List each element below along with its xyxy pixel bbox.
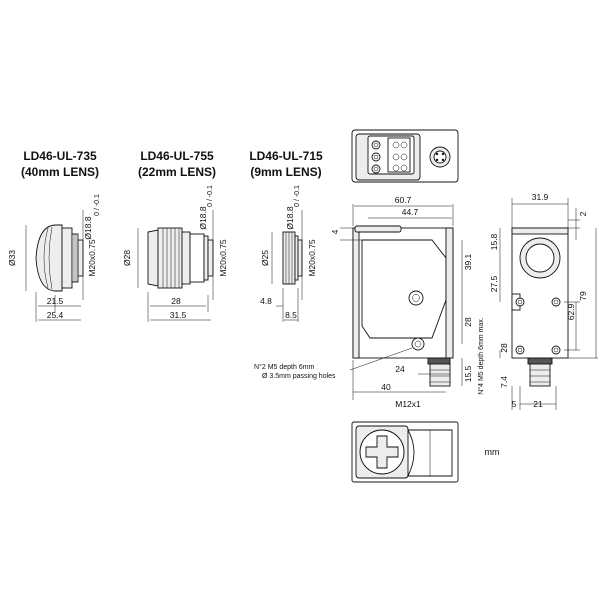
sensor-side-view — [499, 198, 598, 410]
lens-715-tolerance: 0 / -0.1 — [294, 185, 301, 207]
lens-735-tolerance: 0 / -0.1 — [94, 194, 101, 216]
side-height-28: 28 — [499, 343, 509, 353]
lens-755-thread: M20x0.75 — [218, 239, 228, 277]
side-width-21: 21 — [533, 399, 543, 409]
front-top-offset: 4 — [330, 229, 340, 234]
lens-755-model: LD46-UL-755 — [140, 149, 214, 163]
front-connector-thread: M12x1 — [395, 399, 421, 409]
lens-735-drawing — [25, 210, 84, 322]
sensor-bottom-view — [351, 421, 459, 483]
lens-735-model: LD46-UL-735 — [23, 149, 97, 163]
front-height-right: 39.1 — [463, 253, 473, 270]
side-top-offset: 2 — [578, 211, 588, 216]
side-height-62-9: 62.9 — [566, 303, 576, 320]
lens-755-focal: (22mm LENS) — [138, 165, 216, 179]
side-height-15-8: 15.8 — [489, 233, 499, 250]
lens-715-len-b: 8.5 — [285, 310, 297, 320]
side-width-total: 31.9 — [532, 192, 549, 202]
lens-755-diameter: Ø28 — [122, 250, 132, 266]
lens-715-drawing — [271, 210, 303, 322]
side-height-79: 79 — [578, 291, 588, 301]
side-holes-note: N°4 M5 depth 6mm max. — [477, 317, 485, 395]
side-height-27-5: 27.5 — [489, 275, 499, 292]
lens-715-diameter: Ø25 — [260, 250, 270, 266]
lens-715-focal: (9mm LENS) — [250, 165, 321, 179]
lens-715-thread: M20x0.75 — [307, 239, 317, 277]
lens-735-thread: M20x0.75 — [87, 239, 97, 277]
front-holes-note-2: Ø 3.5mm passing holes — [262, 373, 336, 380]
lens-735-diameter: Ø33 — [7, 250, 17, 266]
front-height-connector: 15.5 — [463, 365, 473, 382]
lens-735-len-a: 21.5 — [47, 296, 64, 306]
lens-735-len-b: 25.4 — [47, 310, 64, 320]
lens-735-focal: (40mm LENS) — [21, 165, 99, 179]
lens-755-len-a: 28 — [171, 296, 181, 306]
sensor-top-view — [351, 129, 459, 183]
lens-755-len-b: 31.5 — [170, 310, 187, 320]
unit-label: mm — [485, 447, 500, 457]
lens-715-len-a: 4.8 — [260, 296, 272, 306]
front-height-bottom: 28 — [463, 317, 473, 327]
lens-715-model: LD46-UL-715 — [249, 149, 323, 163]
front-width-body: 44.7 — [402, 207, 419, 217]
side-width-5: 5 — [512, 399, 517, 409]
side-height-7-4: 7.4 — [499, 376, 509, 388]
lens-715-bore: Ø18.8 — [285, 206, 295, 229]
front-width-40: 40 — [381, 382, 391, 392]
lens-735-bore: Ø18.8 — [83, 216, 93, 239]
lens-755-drawing — [137, 210, 214, 322]
front-holes-note: N°2 M5 depth 6mm — [254, 363, 315, 371]
lens-755-bore: Ø18.8 — [198, 206, 208, 229]
front-width-24: 24 — [395, 364, 405, 374]
sensor-front-view — [340, 204, 463, 400]
lens-755-tolerance: 0 / -0.1 — [207, 185, 214, 207]
front-width-total: 60.7 — [395, 195, 412, 205]
